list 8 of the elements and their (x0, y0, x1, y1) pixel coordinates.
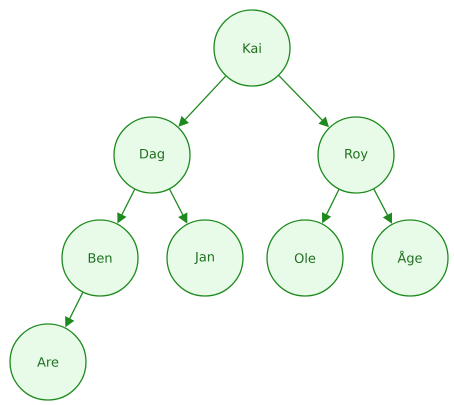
tree-node: Jan (166, 219, 244, 297)
tree-node: Dag (113, 116, 191, 194)
tree-node: Ole (266, 219, 344, 297)
tree-node: Ben (61, 219, 139, 297)
tree-node: Åge (371, 219, 449, 297)
tree-node: Roy (317, 116, 395, 194)
tree-node: Kai (213, 9, 291, 87)
tree-node: Are (9, 323, 87, 401)
